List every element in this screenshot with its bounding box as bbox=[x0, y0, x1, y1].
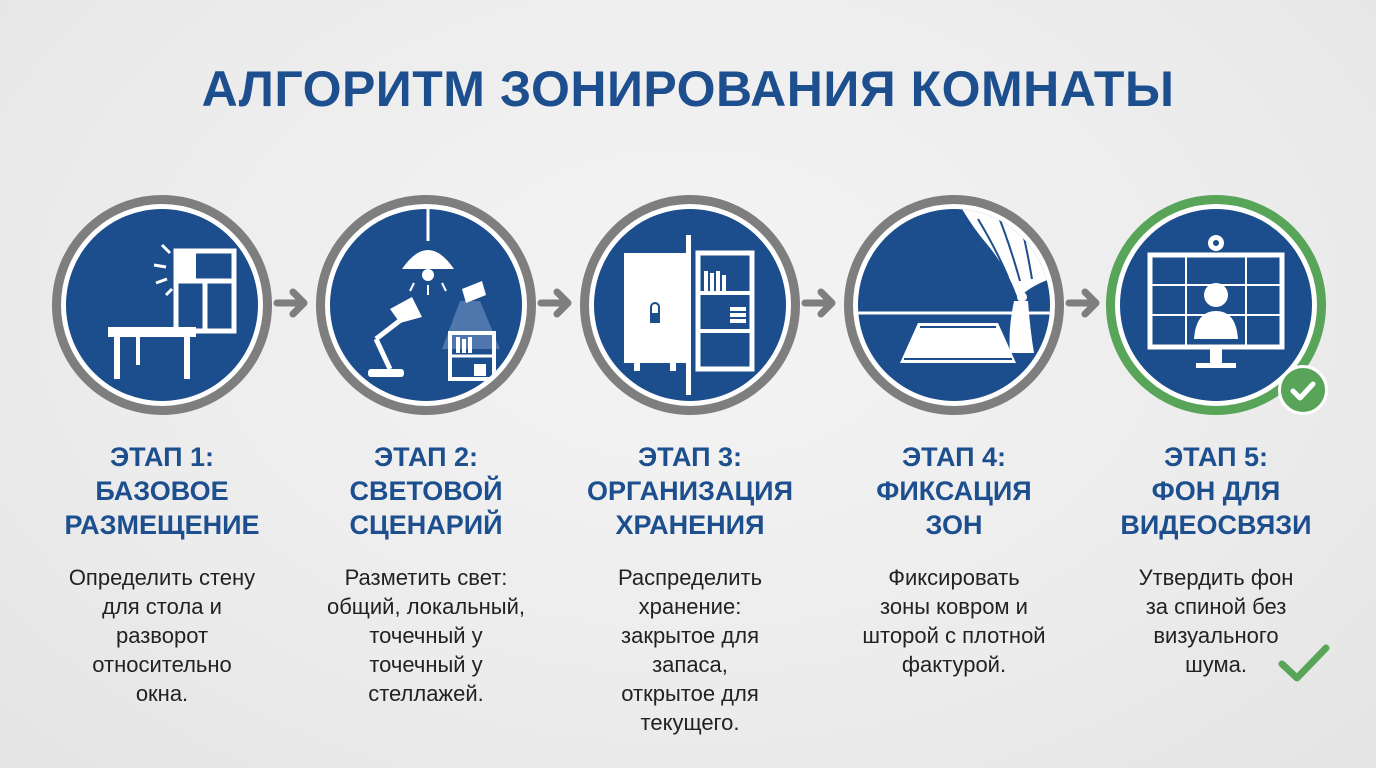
step-3-heading-line-2: ОРГАНИЗАЦИЯ bbox=[587, 476, 793, 506]
step-5-heading-line-1: ЭТАП 5: bbox=[1163, 442, 1269, 472]
step-4-heading-line-3: ЗОН bbox=[925, 510, 983, 540]
step-2-desc-line-4: точечный у bbox=[369, 652, 483, 677]
step-4-desc-line-3: шторой с плотной bbox=[862, 623, 1046, 648]
step-1-heading-line-2: БАЗОВОЕ bbox=[95, 476, 229, 506]
step-2-heading-line-1: ЭТАП 2: bbox=[373, 442, 479, 472]
arrow-right-icon bbox=[801, 288, 836, 318]
step-5-heading-line-2: ФОН ДЛЯ bbox=[1151, 476, 1281, 506]
step-1-desc-line-4: относительно bbox=[92, 652, 232, 677]
step-4-desc-line-1: Фиксировать bbox=[888, 565, 1020, 590]
check-badge-icon bbox=[1278, 365, 1328, 415]
step-5-desc-line-2: за спиной без bbox=[1145, 594, 1287, 619]
step-2-desc-line-1: Разметить свет: bbox=[344, 565, 508, 590]
arrow-right-icon bbox=[273, 288, 308, 318]
step-3-desc-line-1: Распределить bbox=[617, 565, 763, 590]
desk-window-icon bbox=[66, 209, 258, 401]
arrow-right-icon bbox=[537, 288, 572, 318]
step-1-heading-line-3: РАЗМЕЩЕНИЕ bbox=[64, 510, 260, 540]
step-4-heading-line-2: ФИКСАЦИЯ bbox=[876, 476, 1032, 506]
step-5-heading-line-3: ВИДЕОСВЯЗИ bbox=[1120, 510, 1312, 540]
rug-curtain-icon bbox=[858, 209, 1050, 401]
step-2-desc-line-2: общий, локальный, bbox=[326, 594, 526, 619]
step-3-desc-line-2: хранение: bbox=[638, 594, 742, 619]
step-5-desc-line-4: шума. bbox=[1185, 652, 1247, 677]
checkmark-icon bbox=[1278, 644, 1330, 682]
step-1-heading-line-1: ЭТАП 1: bbox=[109, 442, 215, 472]
step-2-heading-line-2: СВЕТОВОЙ bbox=[349, 476, 503, 506]
step-5-desc-line-3: визуального bbox=[1153, 623, 1279, 648]
step-1-desc-line-5: окна. bbox=[135, 681, 189, 706]
step-2-desc-line-5: стеллажей. bbox=[368, 681, 484, 706]
step-4-heading-line-1: ЭТАП 4: bbox=[901, 442, 1007, 472]
step-1-desc-line-1: Определить стену bbox=[68, 565, 256, 590]
step-5-desc-line-1: Утвердить фон bbox=[1138, 565, 1294, 590]
step-1-desc-line-3: разворот bbox=[115, 623, 209, 648]
step-3-heading-line-3: ХРАНЕНИЯ bbox=[615, 510, 765, 540]
storage-cabinet-icon bbox=[594, 209, 786, 401]
step-3-desc-line-6: текущего. bbox=[640, 710, 740, 735]
arrow-right-icon bbox=[1065, 288, 1100, 318]
step-2-desc-line-3: точечный у bbox=[369, 623, 483, 648]
step-4-desc-line-2: зоны ковром и bbox=[880, 594, 1028, 619]
step-3-desc-line-5: открытое для bbox=[621, 681, 759, 706]
step-4-desc-line-4: фактурой. bbox=[901, 652, 1007, 677]
step-3-desc-line-3: закрытое для bbox=[621, 623, 759, 648]
step-1-desc-line-2: для стола и bbox=[102, 594, 222, 619]
step-2-heading-line-3: СЦЕНАРИЙ bbox=[349, 510, 503, 540]
step-3-desc-line-4: запаса, bbox=[652, 652, 728, 677]
diagram-title: АЛГОРИТМ ЗОНИРОВАНИЯ КОМНАТЫ bbox=[201, 61, 1175, 117]
step-3-heading-line-1: ЭТАП 3: bbox=[637, 442, 743, 472]
lamp-lighting-icon bbox=[330, 209, 522, 401]
video-call-monitor-icon bbox=[1120, 209, 1312, 401]
